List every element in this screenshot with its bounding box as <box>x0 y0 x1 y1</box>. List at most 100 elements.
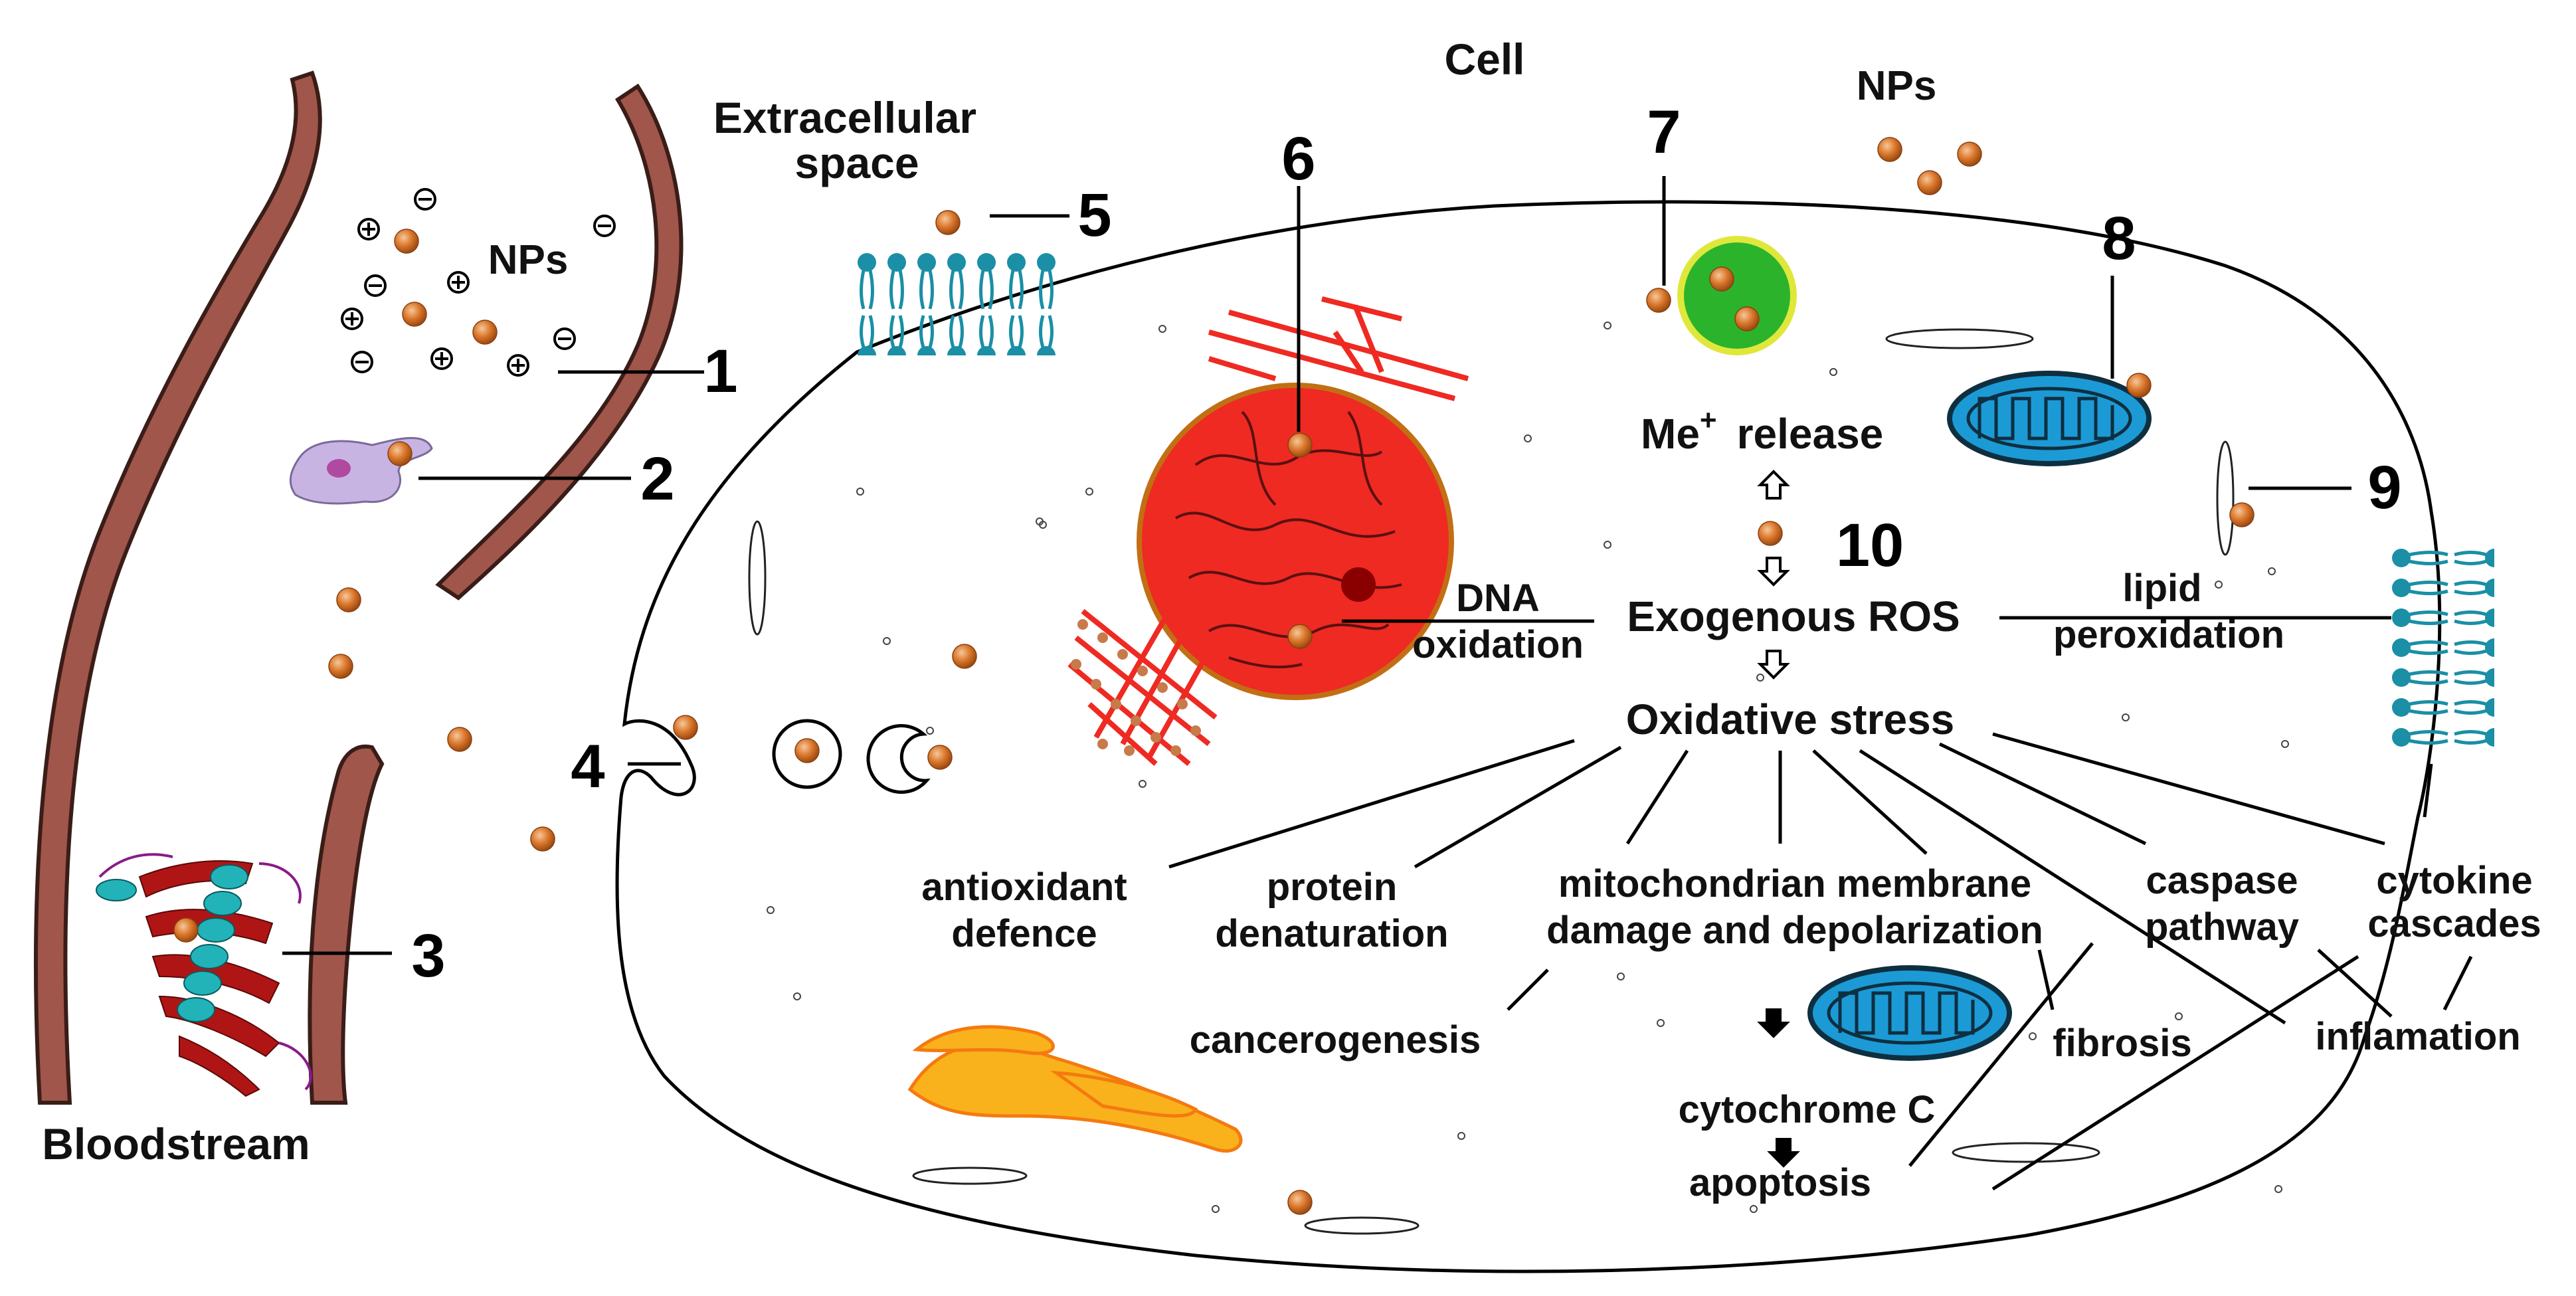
cytokine-line1: cytokine <box>2376 859 2532 902</box>
nanoparticle-icon <box>394 229 419 254</box>
nanoparticle-icon <box>1734 306 1760 331</box>
step-number-5: 5 <box>1077 181 1111 249</box>
nanoparticle-icon <box>1287 1190 1313 1215</box>
nps-top-label: NPs <box>1857 63 1937 109</box>
step-number-7: 7 <box>1647 98 1681 166</box>
nanoparticle-icon <box>927 745 953 770</box>
step-number-9: 9 <box>2367 454 2401 521</box>
nanoparticle-icon <box>1287 624 1313 649</box>
lipid-peroxidation-line1: lipid <box>2122 567 2201 610</box>
lipid-bilayer-icon <box>2392 549 2504 747</box>
space-label: space <box>794 138 919 187</box>
nanoparticle-icon <box>1646 288 1671 313</box>
negative-charge-icon <box>351 351 373 373</box>
nanoparticle-icon <box>402 302 427 327</box>
nanoparticle-icon <box>328 654 353 679</box>
negative-charge-icon <box>593 215 616 237</box>
negative-charge-icon <box>414 188 436 211</box>
nanoparticle-icon <box>1287 432 1313 458</box>
nanoparticle-icon <box>935 210 961 235</box>
fibrosis-label: fibrosis <box>2053 1022 2192 1065</box>
positive-charge-icon <box>430 347 453 370</box>
cancerogenesis-label: cancerogenesis <box>1190 1018 1481 1062</box>
step-number-2: 2 <box>640 445 674 513</box>
exogenous-ros-label: Exogenous ROS <box>1627 593 1960 640</box>
oxidative-stress-label: Oxidative stress <box>1626 695 1955 743</box>
golgi-icon <box>907 1025 1243 1153</box>
protein-line2: denaturation <box>1215 912 1448 955</box>
charge-symbols <box>341 188 616 377</box>
step-numbers: 1 2 3 4 5 6 7 8 9 10 <box>411 98 2401 990</box>
antioxidant-line2: defence <box>951 912 1097 955</box>
protein-line1: protein <box>1267 866 1398 909</box>
vesicles <box>748 328 2235 1235</box>
text-labels: Cell Extracellular space NPs NPs Bloodst… <box>42 35 2541 1204</box>
nanoparticle-icon <box>1709 266 1734 292</box>
lipid-peroxidation-line2: peroxidation <box>2053 613 2284 656</box>
nanoparticle-icon <box>336 587 361 612</box>
nanoparticle-icon <box>952 644 977 669</box>
caspase-line1: caspase <box>2146 859 2298 902</box>
arrows <box>1757 470 1800 1168</box>
vessel-walls <box>34 70 684 1105</box>
inflamation-label: inflamation <box>2315 1015 2520 1058</box>
step-number-10: 10 <box>1836 511 1904 579</box>
antioxidant-line1: antioxidant <box>921 866 1127 909</box>
arrow-up-icon <box>1757 470 1790 500</box>
step-number-1: 1 <box>703 337 737 405</box>
positive-charge-icon <box>507 354 529 377</box>
extracellular-label: Extracellular <box>713 93 976 142</box>
nanoparticle-icon <box>1877 137 1902 162</box>
mitochondrion-icon <box>1807 965 2012 1061</box>
nanoparticle-icon <box>472 320 498 345</box>
endoplasmic-reticulum <box>1208 296 1469 401</box>
cytochrome-label: cytochrome C <box>1679 1088 1936 1131</box>
arrow-down-icon <box>1757 1008 1790 1038</box>
dna-oxidation-line2: oxidation <box>1412 623 1584 666</box>
lipid-bilayer-icon <box>858 253 1056 365</box>
mito-line1: mitochondrian membrane <box>1558 862 2031 905</box>
nanoparticle-icon <box>2229 502 2254 527</box>
nanoparticle-icon <box>673 715 698 740</box>
caspase-line2: pathway <box>2145 905 2299 949</box>
nanoparticle-icon <box>387 441 413 466</box>
nanoparticle-icon <box>794 738 820 763</box>
negative-charge-icon <box>364 274 387 297</box>
arrow-down-icon <box>1757 650 1790 680</box>
me-release-label: Me+release <box>1641 404 1883 458</box>
nanoparticle-icon <box>530 826 555 852</box>
apoptosis-label: apoptosis <box>1689 1161 1871 1204</box>
mitochondrion-icon <box>1947 371 2152 466</box>
nucleus-icon <box>1137 383 1454 700</box>
step-number-3: 3 <box>411 922 445 990</box>
endocytic-vesicles <box>772 719 931 794</box>
nanoparticle-icon <box>173 917 199 943</box>
arrow-down-icon <box>1757 557 1790 587</box>
leader-lines <box>282 176 2473 1191</box>
nanoparticle-icon <box>1917 170 1942 195</box>
protein-icon <box>96 853 312 1097</box>
mito-line2: damage and depolarization <box>1546 909 2043 952</box>
cell-label: Cell <box>1444 35 1524 84</box>
nanoparticle-icon <box>1957 141 1982 167</box>
step-number-8: 8 <box>2102 205 2136 272</box>
rough-er <box>1067 608 1218 767</box>
cytokine-line2: cascades <box>2367 902 2541 945</box>
positive-charge-icon <box>357 218 380 240</box>
nanoparticle-icon <box>2126 373 2152 398</box>
cytoplasm-dots <box>767 322 2289 1213</box>
step-number-6: 6 <box>1281 125 1315 193</box>
dna-oxidation-line1: DNA <box>1456 577 1540 620</box>
positive-charge-icon <box>341 308 363 330</box>
step-number-4: 4 <box>571 733 604 800</box>
positive-charge-icon <box>447 271 470 294</box>
nanoparticle-icon <box>447 727 472 752</box>
negative-charge-icon <box>553 327 576 350</box>
lysosome-icon <box>1677 236 1797 355</box>
nps-vessel-label: NPs <box>488 237 569 283</box>
bloodstream-label: Bloodstream <box>42 1119 310 1168</box>
cell-membrane <box>615 200 2442 1273</box>
nanoparticle-icon <box>1758 521 1783 546</box>
arrow-down-icon <box>1767 1138 1800 1168</box>
